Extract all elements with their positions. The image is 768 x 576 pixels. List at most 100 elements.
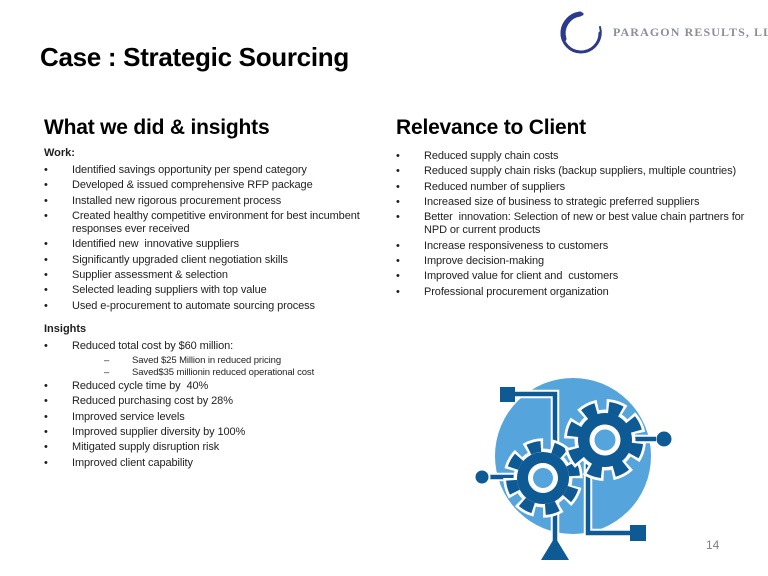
bullet-marker: •: [396, 285, 400, 298]
terminal-square-bottom-right: [630, 525, 646, 541]
list-item: • Reduced supply chain risks (backup supp…: [396, 165, 758, 178]
list-item: • Reduced purchasing cost by 28%: [44, 395, 380, 408]
sub-list-item: – Saved $25 Million in reduced pricing: [104, 355, 380, 367]
list-item-text: Saved $25 Million in reduced pricing: [132, 354, 282, 366]
list-item-text: Supplier assessment & selection: [72, 269, 228, 282]
work-list: • Identified savings opportunity per spen…: [44, 164, 380, 313]
bullet-marker: •: [44, 456, 48, 469]
list-item-text: Created healthy competitive environment …: [72, 210, 363, 235]
bullet-marker: •: [44, 441, 48, 454]
list-item-text: Reduced supply chain risks (backup suppl…: [424, 165, 737, 178]
list-item-text: Improved client capability: [72, 456, 193, 469]
list-item: • Reduced number of suppliers: [396, 181, 758, 194]
logo-text: PARAGON RESULTS, LLC: [613, 24, 768, 39]
sub-list-item: – Saved$35 millionin reduced operational …: [104, 367, 380, 379]
list-item-text: Increase responsiveness to customers: [424, 239, 609, 252]
logo-swirl-icon: [560, 11, 602, 54]
list-item: • Supplier assessment & selection: [44, 269, 380, 282]
bullet-marker: •: [44, 269, 48, 282]
list-item-text: Saved$35 millionin reduced operational c…: [132, 367, 315, 379]
bullet-marker: •: [44, 179, 48, 192]
list-item-text: Increased size of business to strategic …: [424, 196, 700, 209]
list-item-text: Mitigated supply disruption risk: [72, 441, 220, 454]
bullet-marker: •: [44, 410, 48, 423]
terminal-circle-right: [656, 431, 672, 447]
list-item-text: Selected leading suppliers with top valu…: [72, 284, 267, 297]
bullet-marker: •: [44, 299, 48, 312]
list-item: • Increased size of business to strategic…: [396, 196, 758, 209]
list-item-text: Significantly upgraded client negotiatio…: [72, 253, 288, 266]
gear-icon-lower-left: [503, 438, 583, 518]
right-column: Relevance to Client •Reduced supply chai…: [396, 115, 758, 301]
company-logo: PARAGON RESULTS, LLC: [556, 8, 768, 56]
list-item-text: Developed & issued comprehensive RFP pac…: [72, 179, 313, 192]
list-item: • Improve decision-making: [396, 255, 758, 268]
terminal-triangle-bottom: [541, 537, 569, 560]
list-item-text: Installed new rigorous procurement proce…: [72, 194, 282, 207]
list-item: • Developed & issued comprehensive RFP pa…: [44, 179, 380, 192]
list-item-text: Identified new innovative suppliers: [72, 238, 240, 251]
work-label: Work:: [44, 147, 75, 159]
bullet-marker: •: [396, 180, 400, 193]
left-column: What we did & insights Work: • Identified…: [44, 115, 380, 472]
bullet-marker: •: [396, 196, 400, 209]
bullet-marker: •: [44, 210, 48, 223]
bullet-marker: •: [44, 253, 48, 266]
bullet-marker: •: [396, 239, 400, 252]
list-item: • Identified new innovative suppliers: [44, 238, 380, 251]
terminal-square-top-left: [500, 387, 515, 402]
list-item: • Created healthy competitive environment…: [44, 210, 380, 236]
list-item-text: Reduced number of suppliers: [424, 180, 565, 193]
list-item: • Improved client capability: [44, 457, 380, 470]
gears-automation-graphic: [473, 378, 672, 560]
list-item: • Reduced supply chain costs: [396, 150, 758, 163]
list-item-text: Improved value for client and customers: [424, 270, 619, 283]
bullet-marker: •: [44, 238, 48, 251]
list-item: • Professional procurement organization: [396, 286, 758, 299]
list-item: • Significantly upgraded client negotiati…: [44, 254, 380, 267]
bullet-marker: •: [44, 395, 48, 408]
list-item: • Selected leading suppliers with top val…: [44, 284, 380, 297]
left-column-heading: What we did & insights: [44, 116, 270, 139]
bullet-marker: •: [44, 339, 48, 352]
relevance-list: • Reduced supply chain costs • Reduced supp…: [396, 150, 758, 299]
list-item-text: Reduced purchasing cost by 28%: [72, 395, 233, 408]
list-item: •Used e-procurement to automate sourcing…: [44, 300, 380, 313]
list-item: • Better innovation: Selection of new or …: [396, 211, 758, 237]
bullet-marker: •: [396, 211, 400, 224]
bullet-marker: –: [104, 367, 110, 379]
list-item: • Reduced cycle time by 40%: [44, 380, 380, 393]
insights-list: • Reduced total cost by $60 million: – Save…: [44, 340, 380, 470]
insights-label: Insights: [44, 322, 87, 335]
list-item-text: Improve decision-making: [424, 255, 544, 268]
list-item-text: Identified savings opportunity per spend…: [72, 164, 307, 176]
bullet-marker: •: [44, 194, 48, 207]
list-item-text: Professional procurement organization: [424, 285, 609, 298]
bullet-marker: •: [44, 425, 48, 438]
terminal-circle-left: [473, 468, 491, 486]
list-item: • Improved value for client and customers: [396, 270, 758, 283]
list-item-text: Improved service levels: [72, 410, 185, 423]
bullet-marker: •: [396, 270, 400, 283]
bullet-marker: •: [44, 164, 48, 176]
list-item-text: Reduced total cost by $60 million:: [72, 339, 234, 352]
bullet-marker: •: [44, 379, 48, 392]
list-item-text: Reduced cycle time by 40%: [72, 379, 209, 392]
bullet-marker: •: [44, 284, 48, 297]
list-item: • Reduced total cost by $60 million:: [44, 340, 380, 353]
bullet-marker: •: [396, 150, 400, 162]
list-item: • Identified savings opportunity per spen…: [44, 164, 380, 177]
bullet-marker: –: [104, 354, 110, 366]
list-item-text: Improved supplier diversity by 100%: [72, 425, 246, 438]
list-item-text: Reduced supply chain costs: [424, 150, 559, 162]
slide-title: Case : Strategic Sourcing: [40, 42, 349, 72]
list-item-text: Better innovation: Selection of new or b…: [424, 211, 748, 237]
list-item: • Increase responsiveness to customers: [396, 240, 758, 253]
list-item: • Improved service levels: [44, 411, 380, 424]
page-number: 14: [706, 538, 720, 552]
list-item: • Installed new rigorous procurement proc…: [44, 195, 380, 208]
bullet-marker: •: [396, 255, 400, 268]
bullet-marker: •: [396, 165, 400, 178]
list-item: • Improved supplier diversity by 100%: [44, 426, 380, 439]
